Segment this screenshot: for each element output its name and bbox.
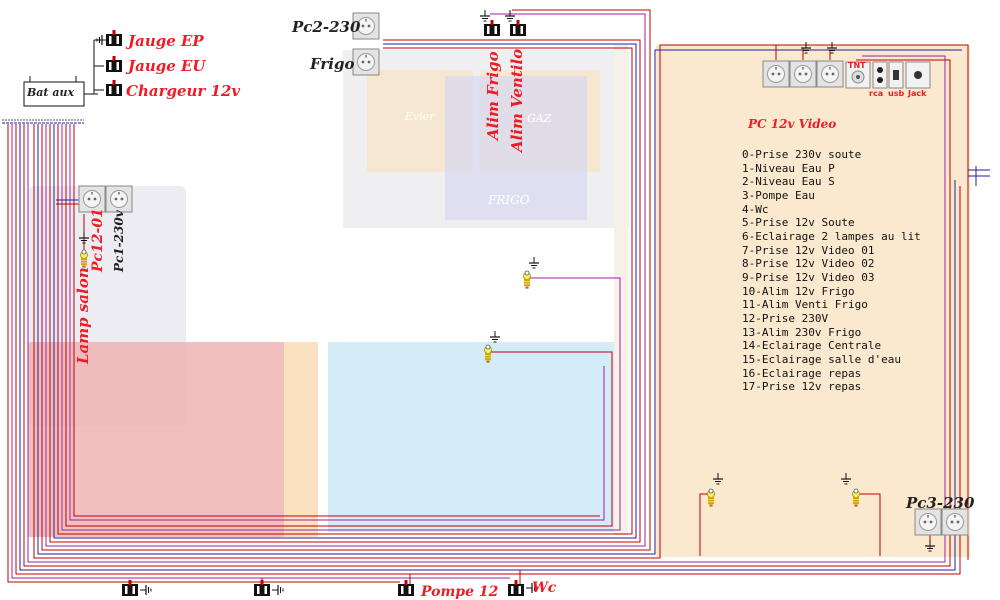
connector-icon-alim-ventilo[interactable] (510, 20, 526, 36)
room-gaz: GAZ (527, 112, 552, 125)
socket-icon-video-03[interactable] (816, 60, 844, 88)
bat-aux-label: Bat aux (27, 86, 75, 99)
tnt-module-icon[interactable] (845, 61, 871, 89)
jauge-ep-label: Jauge EP (128, 32, 204, 50)
pompe-label: Pompe 12 (421, 584, 499, 600)
zone-salon-floor (28, 342, 284, 537)
pc12-01-label: Pc12-01 (90, 208, 106, 272)
socket-icon-pc1-230[interactable] (105, 185, 133, 213)
room-frigo: FRIGO (488, 193, 530, 207)
connector-icon-alim-frigo[interactable] (484, 20, 500, 36)
wires (7, 9, 990, 586)
legend-item: 7-Prise 12v Video 01 (742, 243, 875, 257)
zone-bedroom (656, 45, 970, 557)
alim-ventilo-label: Alim Ventilo (508, 48, 526, 152)
tnt-label: TNT (848, 61, 866, 70)
lamp-salon-label: Lamp salon (74, 267, 92, 364)
wc-label: Wc (532, 580, 557, 596)
legend-item: 17-Prise 12v repas (742, 380, 862, 394)
legend-item: 1-Niveau Eau P (742, 161, 835, 175)
lamp-icon-centrale[interactable] (523, 270, 531, 290)
zone-corridor (284, 342, 318, 537)
legend-item: 4-Wc (742, 202, 769, 216)
legend-item: 13-Alim 230v Frigo (742, 325, 862, 339)
jauge-eu-label: Jauge EU (128, 57, 206, 75)
usb-module-icon[interactable] (888, 61, 904, 89)
socket-icon-frigo[interactable] (352, 48, 380, 76)
zones (28, 45, 970, 557)
legend-item: 14-Eclairage Centrale (742, 339, 882, 353)
pc3-label: Pc3-230 (906, 494, 975, 512)
connector-icon-chargeur[interactable] (106, 80, 122, 96)
room-evier: Evier (405, 110, 435, 123)
legend-item: 15-Eclairage salle d'eau (742, 352, 901, 366)
legend-item: 5-Prise 12v Soute (742, 216, 855, 230)
legend-item: 2-Niveau Eau S (742, 175, 835, 189)
socket-icon-video-02[interactable] (789, 60, 817, 88)
legend-item: 0-Prise 230v soute (742, 148, 862, 161)
alim-frigo-label: Alim Frigo (484, 51, 502, 140)
rca-label: rca (869, 89, 884, 98)
ground-icon (479, 9, 516, 22)
legend-item: 6-Eclairage 2 lampes au lit (742, 229, 921, 243)
legend-item: 12-Prise 230V (742, 311, 829, 325)
legend-item: 10-Alim 12v Frigo (742, 284, 855, 298)
pc12-video-label: PC 12v Video (748, 117, 837, 131)
socket-icon-pc3-b[interactable] (941, 508, 969, 536)
zone-frigo (445, 76, 587, 220)
lamp-icon-lit-2[interactable] (852, 488, 860, 508)
legend-item: 9-Prise 12v Video 03 (742, 270, 875, 284)
connector-icon-pompe[interactable] (398, 580, 414, 596)
jack-module-icon[interactable] (905, 61, 931, 89)
rca-module-icon[interactable] (872, 61, 888, 89)
circuit-legend: 0-Prise 230v soute 1-Niveau Eau P 2-Nive… (742, 148, 921, 394)
legend-item: 8-Prise 12v Video 02 (742, 257, 875, 271)
connector-icon-jauge-ep[interactable] (106, 30, 122, 46)
connector-icon-jauge-eu[interactable] (106, 56, 122, 72)
pc2-label: Pc2-230 (292, 18, 361, 36)
zone-strip (614, 45, 628, 535)
connector-icon-wc[interactable] (508, 580, 524, 596)
socket-icon-video-01[interactable] (762, 60, 790, 88)
legend-item: 16-Eclairage repas (742, 366, 862, 380)
chargeur-label: Chargeur 12v (126, 82, 241, 100)
lamp-icon-lit-1[interactable] (707, 488, 715, 508)
lamp-icon-salle-eau[interactable] (484, 344, 492, 364)
frigo-label: Frigo (310, 55, 355, 73)
socket-icon-pc3-a[interactable] (914, 508, 942, 536)
lamp-icon-salon[interactable] (80, 249, 88, 269)
legend-item: 3-Pompe Eau (742, 188, 815, 202)
legend-item: 11-Alim Venti Frigo (742, 298, 868, 312)
jack-label: Jack (908, 89, 927, 98)
battery-icon (2, 81, 85, 124)
usb-label: usb (888, 89, 905, 98)
pc1-230-label: Pc1-230v (112, 210, 126, 272)
zone-bathroom (328, 342, 614, 532)
